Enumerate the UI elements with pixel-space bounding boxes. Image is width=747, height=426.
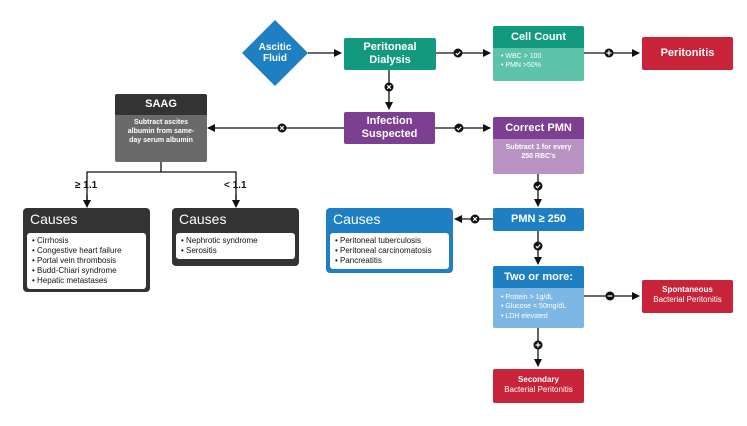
cell-count-criteria: • WBC > 100 • PMN >50% [493,48,584,81]
causes-pmn-negative-list: • Peritoneal tuberculosis • Peritoneal c… [330,233,449,269]
causes-pmn-negative-title: Causes [333,211,381,227]
criterion-protein: • Protein > 1g/dL [501,294,554,301]
peritonitis-title: Peritonitis [660,47,715,60]
spontaneous-bp-box: Spontaneous Bacterial Peritonitis [642,280,733,313]
spontaneous-title: Spontaneous [662,285,713,294]
ascitic-fluid-diamond [242,20,308,86]
list-item: • Congestive heart failure [32,246,122,255]
list-item: • Peritoneal carcinomatosis [335,246,432,255]
peritoneal-dialysis-title: Peritoneal Dialysis [363,41,417,66]
ascitic-fluid-label: Ascitic Fluid [258,41,292,65]
causes-low-saag-box: Causes • Nephrotic syndrome • Serositis [172,208,299,266]
label-saag-low: < 1.1 [224,180,247,191]
saag-description: Subtract ascites albumin from same-day s… [115,115,207,162]
check-icon [533,181,543,191]
secondary-title: Secondary [518,375,559,384]
list-item: • Nephrotic syndrome [181,236,258,245]
cell-count-box: Cell Count • WBC > 100 • PMN >50% [493,26,584,81]
list-item: • Budd-Chiari syndrome [32,266,117,275]
minus-icon [605,291,615,301]
list-item: • Hepatic metastases [32,276,108,285]
causes-high-saag-box: Causes • Cirrhosis • Congestive heart fa… [23,208,150,292]
correct-pmn-description: Subtract 1 for every 250 RBC's [493,139,584,174]
secondary-subtitle: Bacterial Peritonitis [504,385,573,395]
x-icon [384,82,394,92]
list-item: • Pancreatitis [335,256,382,265]
saag-title: SAAG [115,94,207,115]
infection-suspected-box: Infection Suspected [344,112,435,144]
causes-low-saag-list: • Nephrotic syndrome • Serositis [176,233,295,259]
causes-high-saag-list: • Cirrhosis • Congestive heart failure •… [27,233,146,289]
pmn-threshold-title: PMN ≥ 250 [511,213,566,226]
check-icon [454,123,464,133]
plus-icon [604,48,614,58]
list-item: • Portal vein thrombosis [32,256,117,265]
spontaneous-subtitle: Bacterial Peritonitis [653,295,722,305]
x-icon [470,214,480,224]
saag-box: SAAG Subtract ascites albumin from same-… [115,94,207,162]
correct-pmn-title: Correct PMN [493,117,584,139]
peritonitis-box: Peritonitis [642,37,733,70]
correct-pmn-box: Correct PMN Subtract 1 for every 250 RBC… [493,117,584,174]
causes-low-saag-title: Causes [179,211,227,227]
x-icon [277,123,287,133]
peritoneal-dialysis-box: Peritoneal Dialysis [344,38,436,70]
plus-icon [533,340,543,350]
two-or-more-title: Two or more: [493,266,584,288]
criterion-glucose: • Glucose < 50mg/dL [501,303,567,311]
list-item: • Cirrhosis [32,236,69,245]
infection-suspected-title: Infection Suspected [361,115,418,140]
saag-branch-lines [86,171,237,206]
criterion-wbc: • WBC > 100 [501,53,542,60]
two-or-more-box: Two or more: • Protein > 1g/dL • Glucose… [493,266,584,328]
causes-pmn-negative-box: Causes • Peritoneal tuberculosis • Perit… [326,208,453,273]
check-icon [453,48,463,58]
list-item: • Peritoneal tuberculosis [335,236,421,245]
secondary-bp-box: Secondary Bacterial Peritonitis [493,369,584,403]
criterion-pmn: • PMN >50% [501,62,541,70]
causes-high-saag-title: Causes [30,211,78,227]
cell-count-title: Cell Count [493,26,584,48]
two-or-more-criteria: • Protein > 1g/dL • Glucose < 50mg/dL • … [493,288,584,328]
pmn-threshold-box: PMN ≥ 250 [493,208,584,231]
criterion-ldh: • LDH elevated [501,312,548,320]
check-icon [533,241,543,251]
label-saag-high: ≥ 1.1 [75,180,98,191]
list-item: • Serositis [181,246,217,255]
